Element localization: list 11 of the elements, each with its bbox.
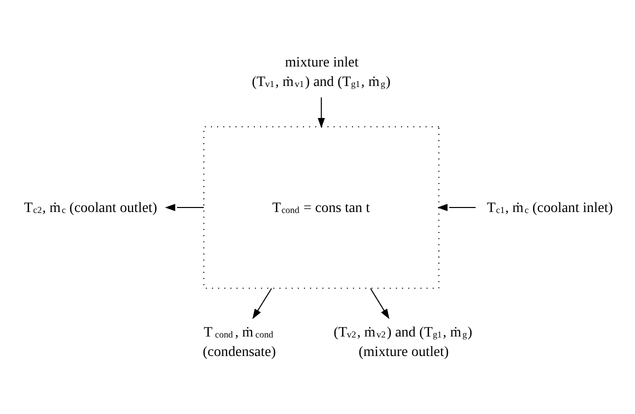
arrow bbox=[318, 96, 325, 128]
arrow bbox=[164, 203, 204, 211]
node-text: Tc1, ṁc (coolant inlet) bbox=[486, 199, 613, 216]
node-box: Tcond = cons tan t bbox=[203, 126, 440, 288]
arrow bbox=[370, 288, 390, 319]
node-text: mixture inlet (Tv1, ṁv1) and (Tg1, ṁg) bbox=[252, 54, 390, 90]
arrow bbox=[437, 203, 476, 211]
node-text: (Tv2, ṁv2) and (Tg1, ṁg) (mixture outlet) bbox=[334, 324, 472, 360]
arrow bbox=[252, 288, 272, 319]
node-text: Tcond, ṁcond (condensate) bbox=[202, 324, 276, 360]
node-text: Tc2, ṁc (coolant outlet) bbox=[24, 199, 158, 216]
